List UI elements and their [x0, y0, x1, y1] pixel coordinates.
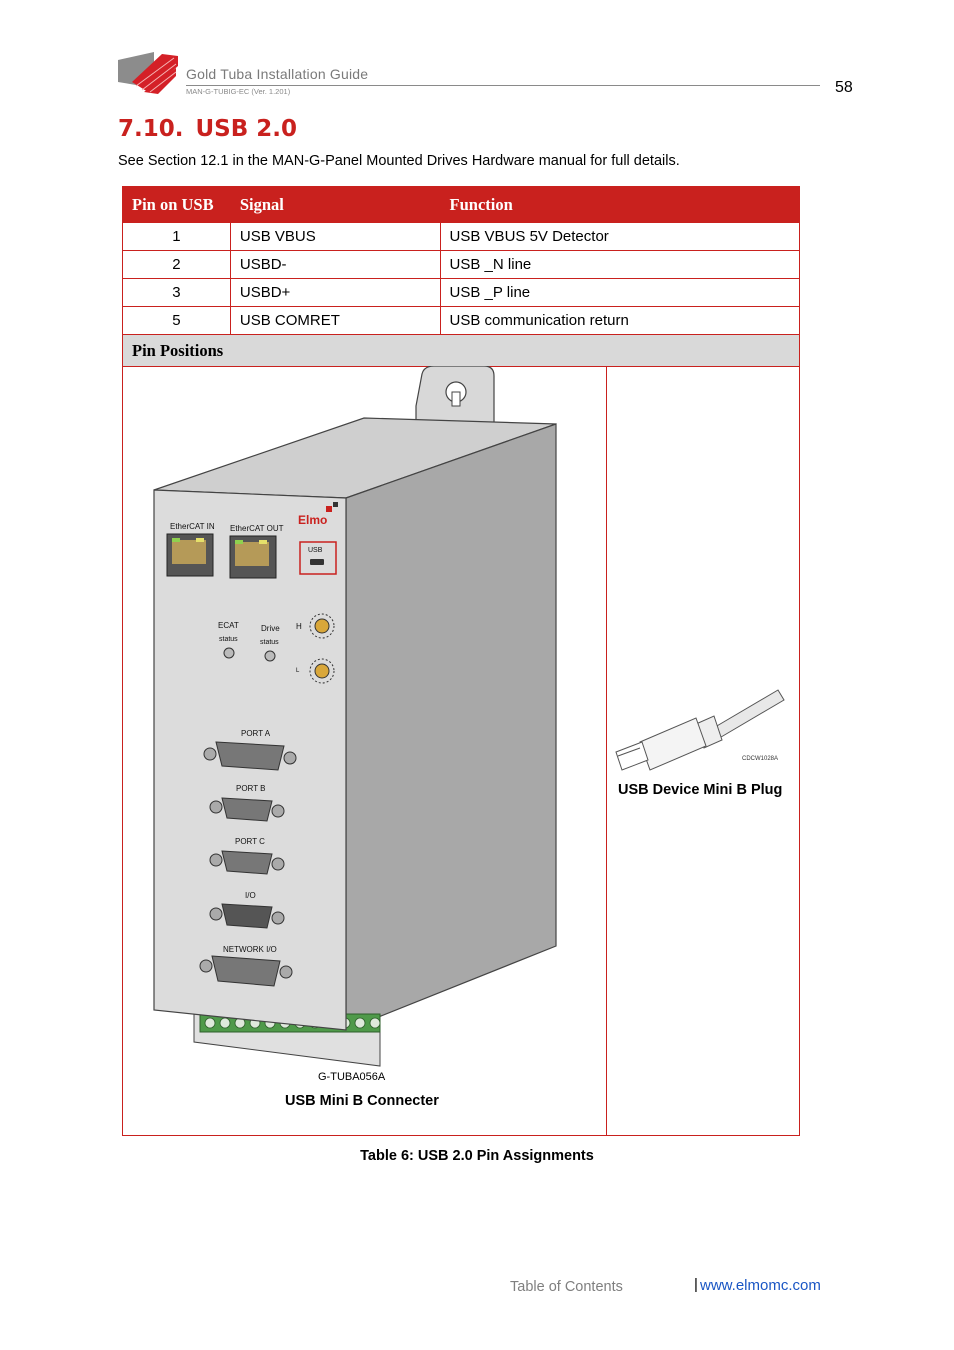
drive-image-code: G-TUBA056A — [318, 1071, 386, 1083]
cell-signal: USBD- — [229, 250, 441, 279]
port-b-label: PORT B — [236, 784, 266, 793]
footer-separator: | — [694, 1276, 698, 1293]
pin-positions-label: Pin Positions — [122, 334, 800, 367]
header-signal: Signal — [229, 186, 441, 223]
table-row: 3 USBD+ USB _P line — [122, 278, 801, 307]
section-number: 7.10. — [118, 116, 184, 142]
header-pin: Pin on USB — [122, 186, 231, 223]
drive-status-led-icon — [264, 650, 276, 662]
network-io-label: NETWORK I/O — [223, 945, 277, 954]
h-switch-label: H — [296, 622, 302, 631]
cell-function: USB VBUS 5V Detector — [439, 222, 801, 251]
table-caption: Table 6: USB 2.0 Pin Assignments — [360, 1148, 594, 1164]
network-io-connector-icon — [199, 955, 293, 987]
gold-tuba-drive-illustration: Elmo EtherCAT IN EtherCAT OUT USB ECAT s… — [153, 366, 557, 1067]
cell-function: USB _N line — [439, 250, 801, 279]
table-row: 2 USBD- USB _N line — [122, 250, 801, 279]
cell-signal: USB VBUS — [229, 222, 441, 251]
pin-positions-row: Pin Positions — [122, 334, 800, 367]
section-heading: 7.10. USB 2.0 — [118, 116, 297, 142]
io-connector-icon — [209, 903, 285, 929]
ethercat-out-port-icon — [229, 535, 277, 579]
usb-mini-b-port-icon — [310, 559, 324, 565]
port-b-connector-icon — [209, 797, 285, 822]
drive-label: Drive — [261, 624, 280, 633]
port-c-connector-icon — [209, 850, 285, 875]
cell-pin: 3 — [122, 278, 231, 307]
drive-image-caption: USB Mini B Connecter — [285, 1093, 439, 1109]
header-function: Function — [439, 186, 801, 223]
ecat-label: ECAT — [218, 621, 239, 630]
elmo-logo-icon — [118, 52, 178, 94]
ethercat-in-label: EtherCAT IN — [170, 522, 215, 531]
image-cell-divider — [606, 366, 607, 1136]
pin-positions-image-cell — [122, 366, 800, 1136]
io-label: I/O — [245, 891, 256, 900]
drive-status-label: status — [260, 639, 279, 646]
plug-image-code: CDCW1028A — [742, 756, 778, 762]
ethercat-in-port-icon — [166, 533, 214, 577]
ethercat-out-label: EtherCAT OUT — [230, 524, 284, 533]
header-title: Gold Tuba Installation Guide — [186, 66, 369, 82]
port-a-connector-icon — [203, 741, 297, 771]
cell-pin: 5 — [122, 306, 231, 335]
cell-pin: 2 — [122, 250, 231, 279]
ecat-status-label: status — [219, 636, 238, 643]
section-title: USB 2.0 — [195, 116, 298, 142]
rotary-switch-l-icon — [309, 658, 335, 684]
port-a-label: PORT A — [241, 729, 271, 738]
footer-website-link[interactable]: www.elmomc.com — [700, 1277, 821, 1294]
pin-assignment-table: Pin on USB Signal Function 1 USB VBUS US… — [122, 186, 801, 367]
cell-function: USB _P line — [439, 278, 801, 307]
usb-mini-b-plug-illustration: CDCW1028A — [615, 689, 785, 771]
table-row: 1 USB VBUS USB VBUS 5V Detector — [122, 222, 801, 251]
table-row: 5 USB COMRET USB communication return — [122, 306, 801, 335]
rotary-switch-h-icon — [309, 613, 335, 639]
page-number: 58 — [835, 79, 853, 96]
header-doc-code: MAN-G-TUBIG-EC (Ver. 1.201) — [186, 87, 291, 96]
ecat-status-led-icon — [223, 647, 235, 659]
usb-label: USB — [308, 547, 323, 554]
cell-signal: USBD+ — [229, 278, 441, 307]
usb-port-highlight — [299, 541, 337, 575]
cell-pin: 1 — [122, 222, 231, 251]
cell-signal: USB COMRET — [229, 306, 441, 335]
intro-paragraph: See Section 12.1 in the MAN-G-Panel Moun… — [118, 153, 680, 169]
port-c-label: PORT C — [235, 837, 265, 846]
table-header-row: Pin on USB Signal Function — [122, 186, 801, 223]
footer-table-of-contents-link[interactable]: Table of Contents — [510, 1279, 623, 1295]
cell-function: USB communication return — [439, 306, 801, 335]
l-switch-label: L — [296, 668, 300, 674]
plug-image-caption: USB Device Mini B Plug — [618, 782, 783, 798]
brand-label: Elmo — [298, 513, 327, 527]
header-rule — [186, 85, 820, 86]
